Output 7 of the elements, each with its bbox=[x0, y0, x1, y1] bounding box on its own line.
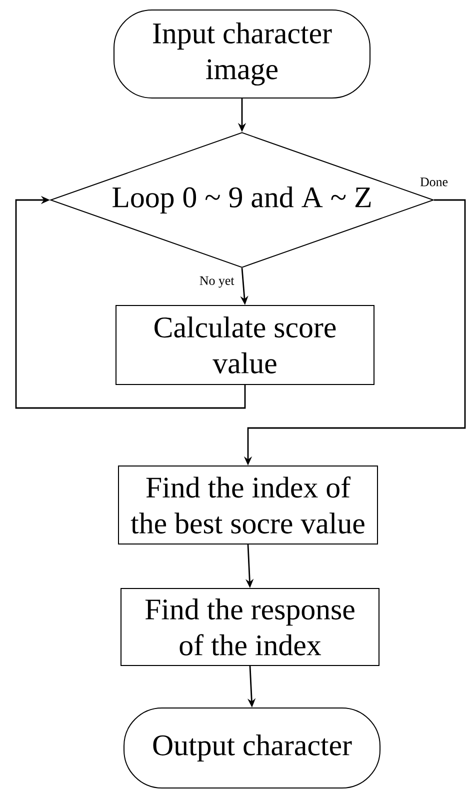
arrow bbox=[15, 196, 246, 409]
process-box: Find the response of the index bbox=[120, 588, 380, 666]
process-box: Find the index of the best socre value bbox=[118, 466, 378, 544]
terminal-box: Output character bbox=[124, 708, 380, 788]
edge-label: No yet bbox=[198, 275, 236, 289]
terminal-box: Input character image bbox=[114, 10, 370, 98]
process-box: Calculate score value bbox=[116, 305, 374, 385]
